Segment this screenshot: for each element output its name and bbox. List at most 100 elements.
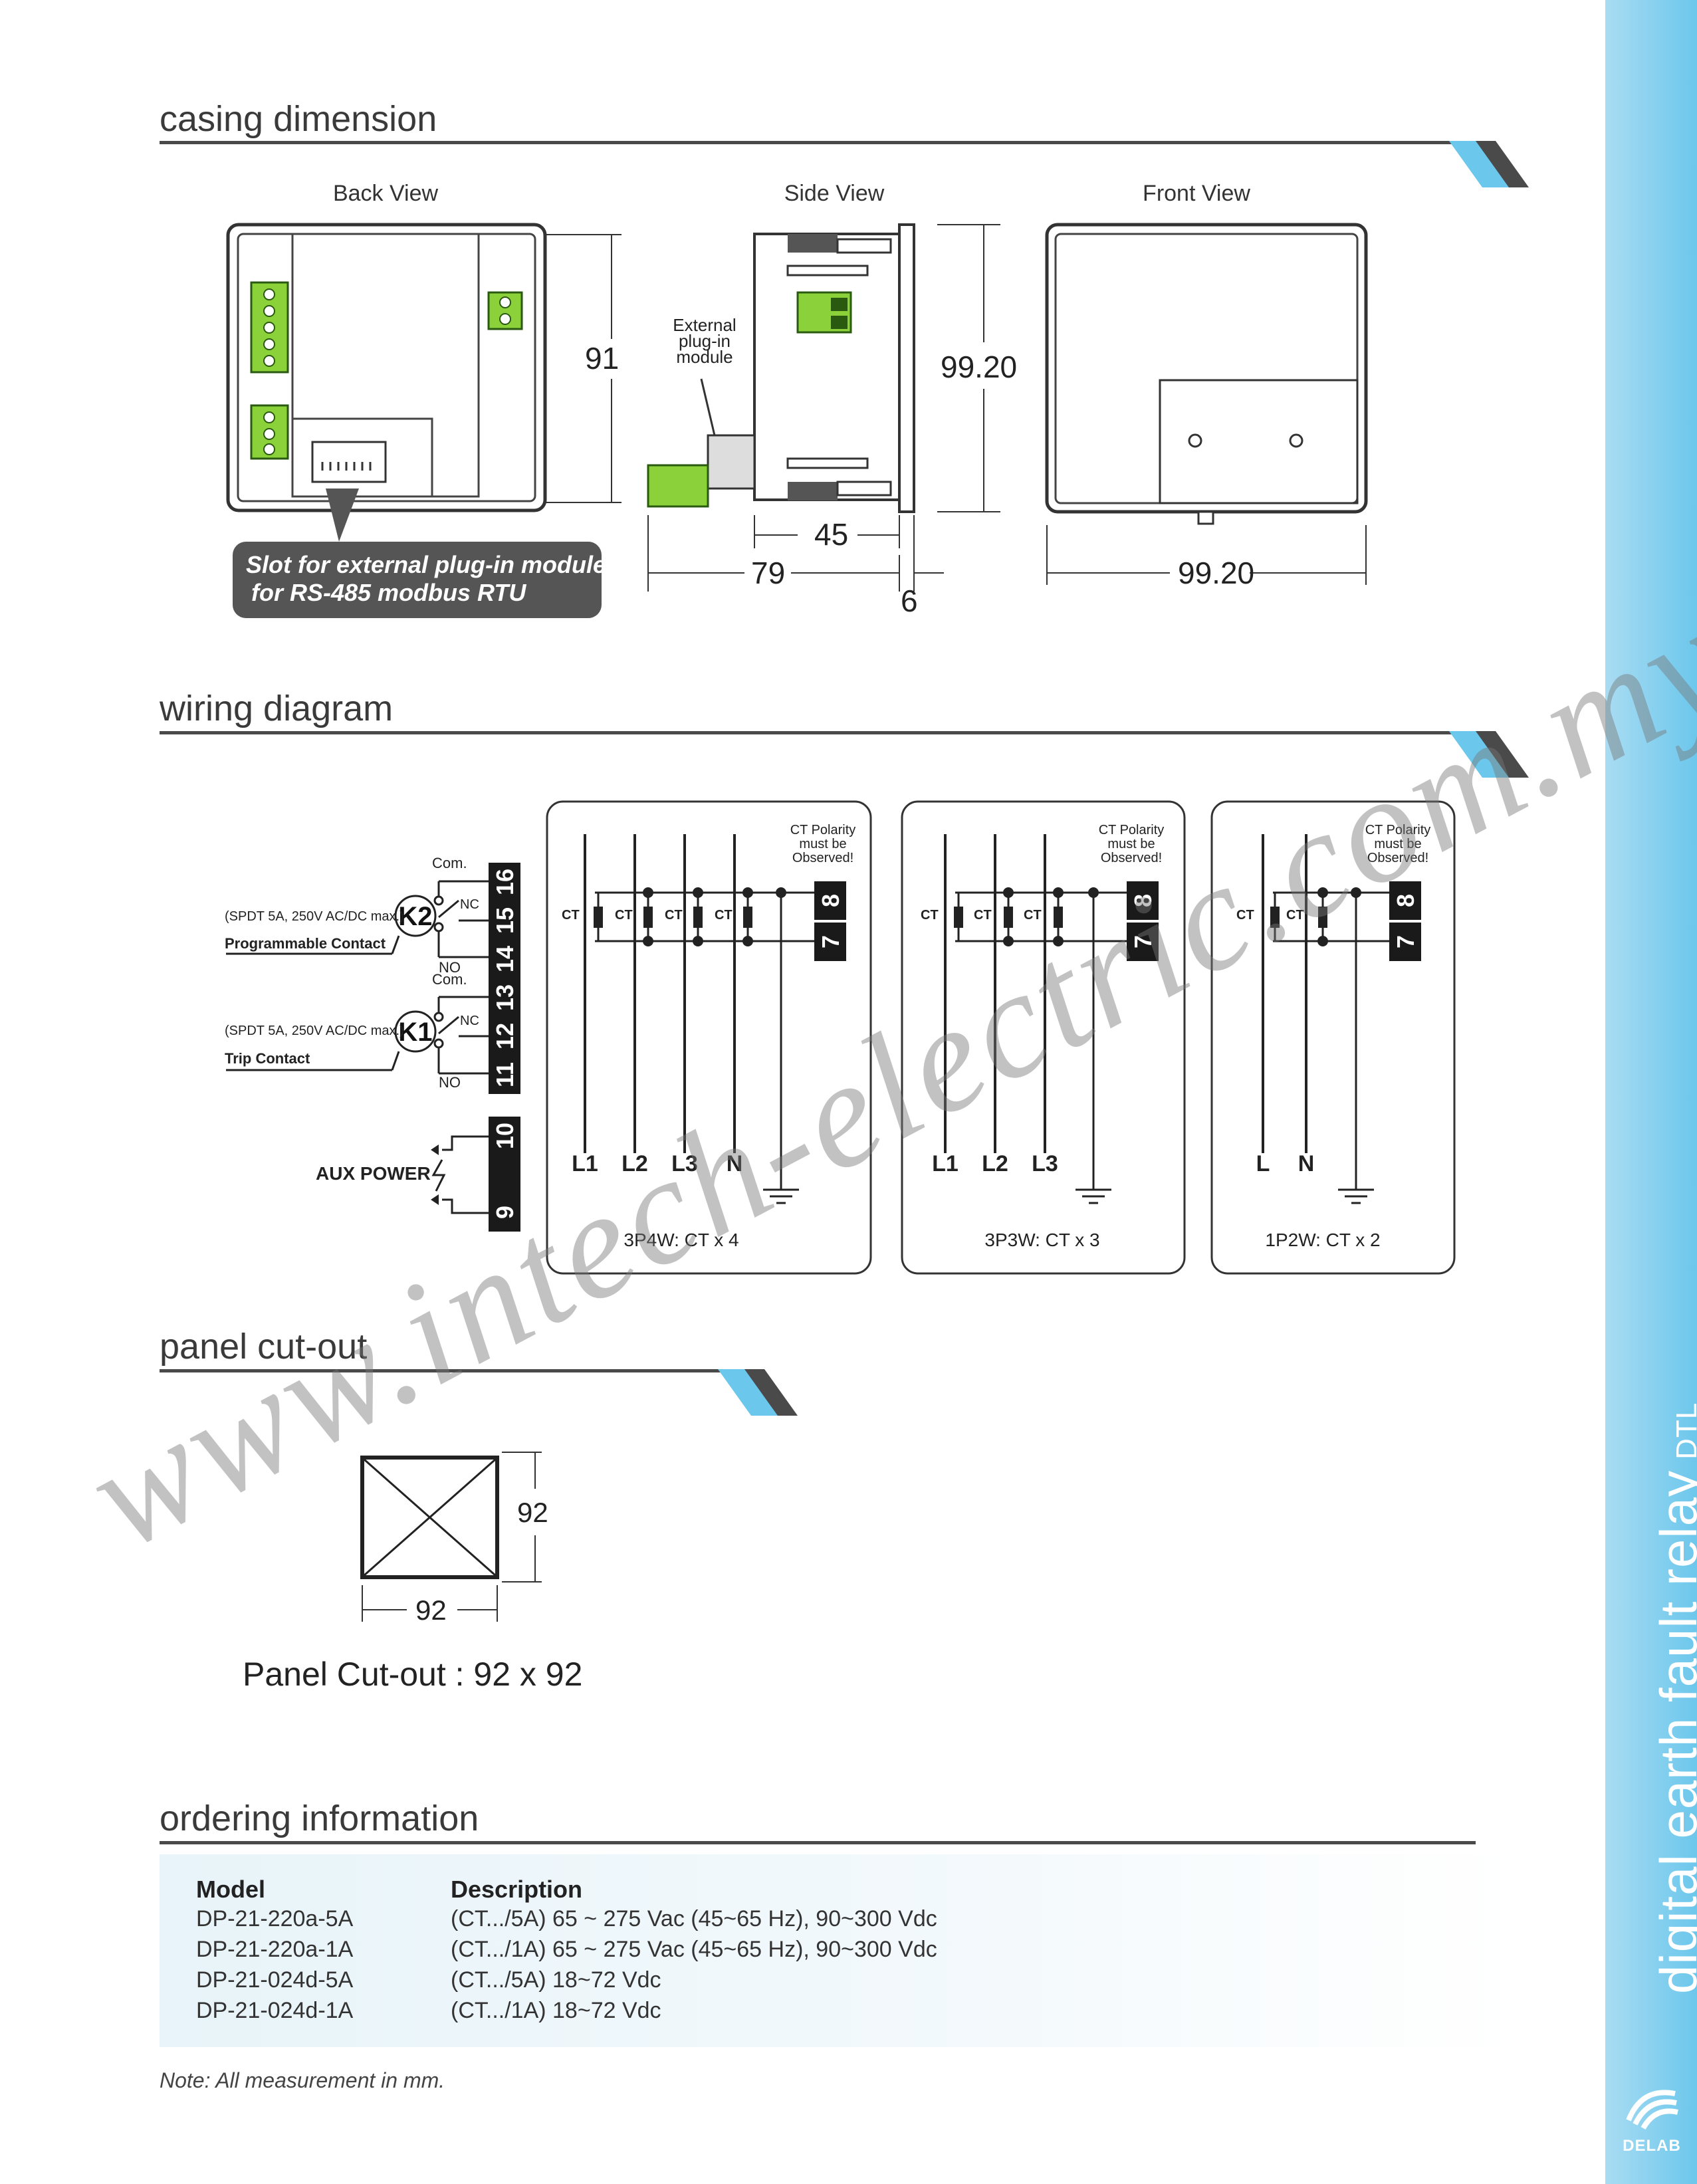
delab-logo-icon <box>1626 2090 1678 2130</box>
back-view-drawing <box>226 223 547 512</box>
ordering-row-3-description: (CT.../5A) 18~72 Vdc <box>451 1967 661 1993</box>
k2-com-label: Com. <box>432 855 467 871</box>
ordering-row-4-description: (CT.../1A) 18~72 Vdc <box>451 1998 661 2023</box>
ordering-row-1-description: (CT.../5A) 65 ~ 275 Vac (45~65 Hz), 90~3… <box>451 1906 937 1931</box>
p1-polarity-3: Observed! <box>792 851 853 865</box>
dim-79: 79 <box>751 556 785 590</box>
k1-label: K1 <box>398 1018 432 1047</box>
p2-ct2: CT <box>974 908 992 923</box>
sidebar-band <box>1605 0 1697 2184</box>
terminal-14: 14 <box>491 946 518 972</box>
p2-line-2: L2 <box>982 1151 1008 1176</box>
external-module-line2: plug-in <box>679 331 731 351</box>
k2-label: K2 <box>398 902 432 931</box>
ordering-row-1-model: DP-21-220a-5A <box>196 1906 354 1931</box>
front-view-drawing <box>1045 223 1368 525</box>
dim-line-99-side <box>937 224 1000 512</box>
dim-99-front: 99.20 <box>1178 556 1254 590</box>
k2-no-label: NO <box>439 959 461 976</box>
measurement-note: Note: All measurement in mm. <box>160 2068 445 2092</box>
section-rule-panel <box>160 1369 731 1372</box>
p2-caption: 3P3W: CT x 3 <box>984 1230 1099 1250</box>
programmable-contact-label: Programmable Contact <box>225 935 386 952</box>
ordering-row-3-model: DP-21-024d-5A <box>196 1967 354 1993</box>
p1-ct2: CT <box>615 908 633 923</box>
dim-99-side: 99.20 <box>941 350 1017 384</box>
aux-power-label: AUX POWER <box>316 1163 431 1184</box>
logo-text: DELAB <box>1623 2137 1681 2155</box>
sidebar-title: digital earth fault relay DTL <box>1648 1402 1697 1994</box>
terminal-16: 16 <box>491 869 518 895</box>
dim-45: 45 <box>814 517 848 552</box>
section-title-casing: casing dimension <box>160 99 437 139</box>
p3-line-2: N <box>1298 1151 1315 1176</box>
dim-line-91 <box>545 234 622 503</box>
sidebar-code: DTL <box>1670 1402 1697 1460</box>
cutout-dim-w: 92 <box>415 1594 447 1626</box>
k1-pivot-top <box>433 1012 444 1022</box>
k2-spdt-label: (SPDT 5A, 250V AC/DC max.) <box>225 909 404 924</box>
p1-ct4: CT <box>715 908 733 923</box>
panel-cutout-dims <box>362 1452 542 1622</box>
p2-polarity-1: CT Polarity <box>1099 823 1165 837</box>
sidebar-title-text: digital earth fault relay <box>1649 1470 1697 1994</box>
k1-pivot-bottom <box>433 1038 444 1049</box>
side-view-drawing <box>647 223 915 513</box>
k2-pivot-bottom <box>433 922 444 932</box>
dim-6: 6 <box>901 584 918 618</box>
k2-pivot-top <box>433 895 444 906</box>
ordering-col-model: Model <box>196 1876 265 1903</box>
p1-terminal-7: 7 <box>817 935 844 948</box>
p1-terminal-8: 8 <box>817 894 844 907</box>
delab-logo: DELAB <box>1619 2080 1685 2155</box>
section-rule-ordering <box>160 1841 1476 1844</box>
ordering-row-2-model: DP-21-220a-1A <box>196 1937 354 1962</box>
section-title-wiring: wiring diagram <box>160 689 394 728</box>
rule-accent-panel <box>718 1369 791 1416</box>
external-module-line1: External <box>673 315 736 335</box>
ordering-row-4-model: DP-21-024d-1A <box>196 1998 354 2023</box>
k2-nc-label: NC <box>460 897 479 912</box>
slot-callout-box <box>233 542 602 618</box>
k1-com-label: Com. <box>432 971 467 988</box>
terminal-strip <box>489 863 520 1232</box>
section-title-ordering: ordering information <box>160 1799 479 1838</box>
slot-callout-line2: for RS-485 modbus RTU <box>251 579 526 606</box>
trip-contact-label: Trip Contact <box>225 1050 310 1067</box>
ordering-table-background <box>160 1854 1516 2047</box>
rule-accent-casing <box>1449 141 1522 187</box>
panel-cutout-drawing <box>360 1456 499 1579</box>
p1-ct3: CT <box>665 908 683 923</box>
p3-caption: 1P2W: CT x 2 <box>1265 1230 1380 1250</box>
dim-91: 91 <box>585 341 619 376</box>
section-rule-casing <box>160 141 1476 144</box>
p3-terminal-7: 7 <box>1392 935 1419 948</box>
dim-lines-side-bottom <box>647 515 944 592</box>
callout-pointer <box>326 489 359 542</box>
k1-contact-symbol <box>226 996 489 1075</box>
cutout-dim-h: 92 <box>517 1497 548 1528</box>
front-view-label: Front View <box>1143 181 1250 206</box>
terminal-10: 10 <box>491 1123 518 1149</box>
k1-spdt-label: (SPDT 5A, 250V AC/DC max.) <box>225 1024 404 1038</box>
p2-ct1: CT <box>921 908 939 923</box>
panel-cutout-caption: Panel Cut-out : 92 x 92 <box>243 1656 583 1693</box>
terminal-15: 15 <box>491 907 518 934</box>
terminal-11: 11 <box>491 1062 518 1087</box>
p2-polarity-2: must be <box>1107 837 1155 851</box>
dim-line-99-front <box>1046 525 1367 585</box>
terminal-13: 13 <box>491 984 518 1011</box>
k1-no-label: NO <box>439 1074 461 1091</box>
section-rule-wiring <box>160 731 1476 734</box>
aux-arrow-top <box>431 1145 439 1155</box>
p1-polarity-2: must be <box>799 837 846 851</box>
p2-line-3: L3 <box>1032 1151 1058 1176</box>
rule-accent-panel-dark <box>744 1369 798 1416</box>
back-view-label: Back View <box>333 181 439 206</box>
ordering-row-2-description: (CT.../1A) 65 ~ 275 Vac (45~65 Hz), 90~3… <box>451 1937 937 1962</box>
section-title-panel: panel cut-out <box>160 1327 368 1366</box>
side-view-label: Side View <box>784 181 885 206</box>
p1-polarity-1: CT Polarity <box>790 823 856 837</box>
aux-arrow-bottom <box>431 1194 439 1205</box>
external-module-line3: module <box>676 347 733 367</box>
